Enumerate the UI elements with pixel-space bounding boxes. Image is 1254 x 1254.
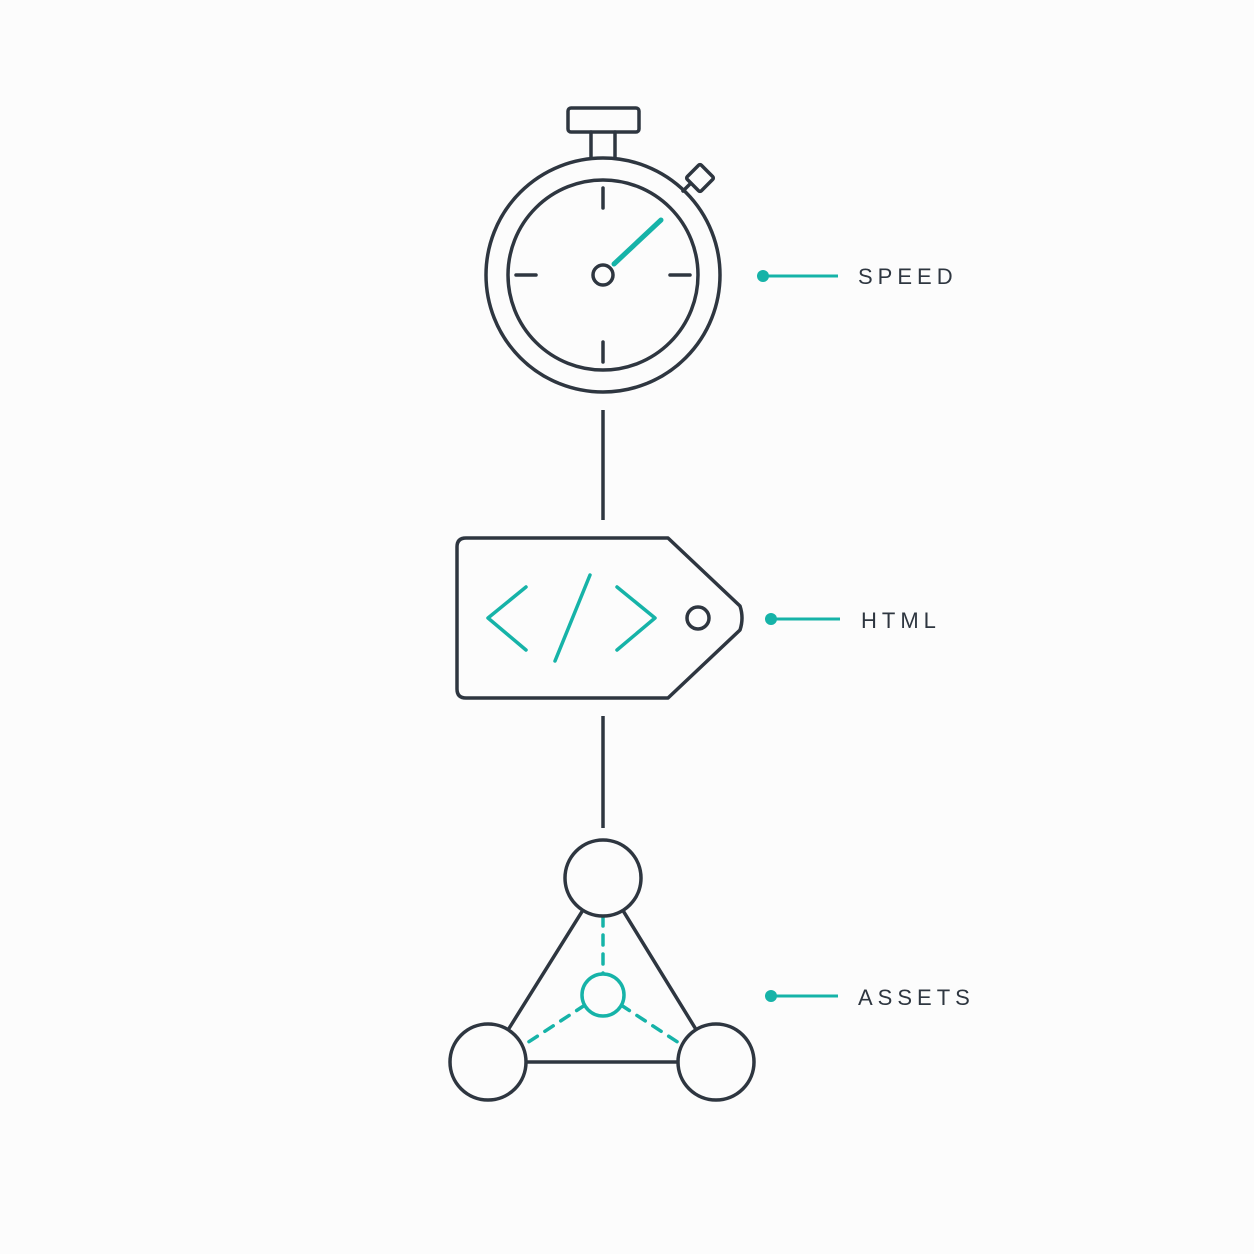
pointer-assets [765, 990, 838, 1002]
code-tag-icon [455, 536, 744, 700]
pointer-html [765, 613, 840, 625]
pointer-speed [757, 270, 838, 282]
assets-label: ASSETS [858, 985, 975, 1010]
speed-label: SPEED [858, 264, 958, 289]
network-triangle-icon [448, 838, 756, 1102]
stopwatch-icon [484, 106, 722, 394]
html-label: HTML [861, 608, 941, 633]
